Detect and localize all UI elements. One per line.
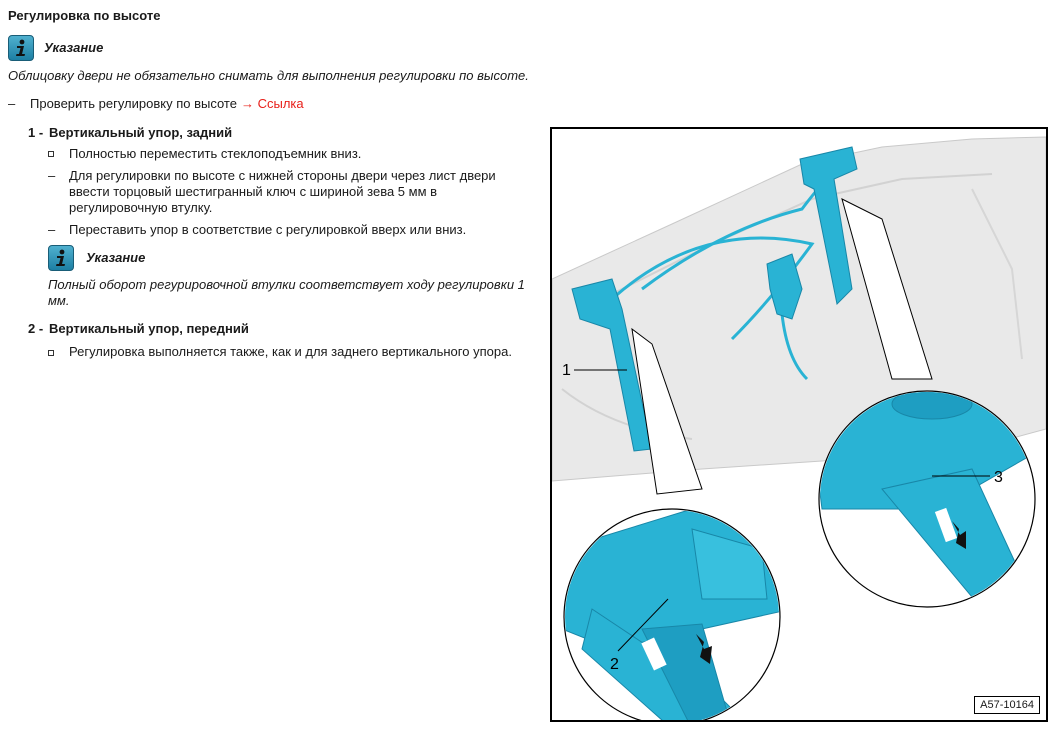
cable — [611, 236, 815, 341]
figure-drawing: 1 2 — [552, 136, 1046, 720]
check-step-text: Проверить регулировку по высоте — [30, 96, 237, 111]
check-step: – Проверить регулировку по высоте → Ссыл… — [8, 96, 304, 111]
callout-2: 2 — [610, 656, 619, 673]
detail-view-3: 3 — [818, 390, 1036, 608]
figure-reference-code: A57-10164 — [974, 696, 1040, 714]
item-number: 2 - — [28, 321, 44, 336]
item-number: 1 - — [28, 125, 44, 140]
callout-3: 3 — [994, 469, 1003, 486]
note-text: Полный оборот регурировочной втулки соот… — [48, 277, 525, 308]
step-text: Регулировка выполняется также, как и для… — [69, 344, 512, 359]
item-heading-text: Вертикальный упор, передний — [49, 321, 249, 336]
page-title: Регулировка по высоте — [8, 8, 161, 23]
info-icon — [8, 35, 34, 61]
step-text: Полностью переместить стеклоподъемник вн… — [69, 146, 362, 161]
callout-1: 1 — [562, 362, 571, 379]
checkbox-bullet — [48, 350, 54, 356]
item-heading-text: Вертикальный упор, задний — [49, 125, 233, 140]
step-text: Для регулировки по высоте с нижней сторо… — [69, 168, 496, 215]
note-text: Облицовку двери не обязательно снимать д… — [8, 68, 529, 83]
front-vertical-rail — [799, 146, 858, 306]
checkbox-bullet — [48, 151, 54, 157]
note-label: Указание — [86, 250, 146, 265]
info-icon — [48, 245, 74, 271]
dash-marker: – — [48, 222, 56, 237]
item2-heading: 2 - Вертикальный упор, передний — [28, 321, 249, 336]
detail-view-2: 2 — [563, 508, 781, 720]
note-label: Указание — [44, 40, 104, 55]
dash-marker: – — [48, 168, 56, 183]
reference-link[interactable]: → Ссылка — [240, 96, 304, 111]
window-regulator-figure: 1 2 — [550, 127, 1048, 722]
item1-heading: 1 - Вертикальный упор, задний — [28, 125, 232, 140]
dash-marker: – — [8, 96, 16, 111]
step-text: Переставить упор в соответствие с регули… — [69, 222, 467, 237]
rear-vertical-rail — [571, 278, 653, 452]
